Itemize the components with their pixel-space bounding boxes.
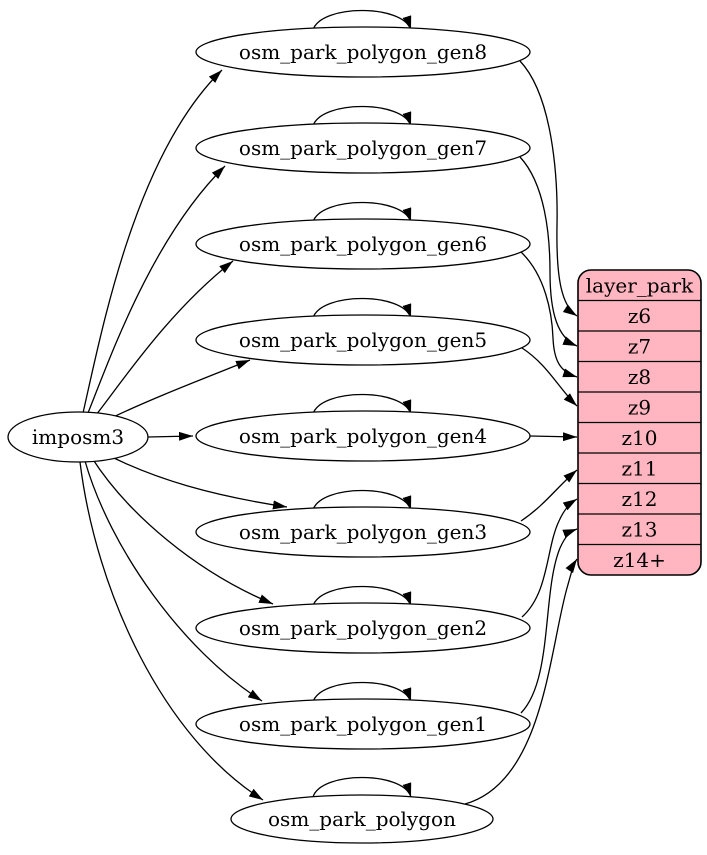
self-loop-edge-osm-park-polygon-gen5-to-osm-park-polygon-gen5 — [312, 297, 412, 319]
layer-park-row-z10: z10 — [622, 426, 658, 450]
self-loop-edge-osm-park-polygon-gen8-to-osm-park-polygon-gen8 — [312, 9, 412, 31]
edge-imposm3-to-osm-park-polygon-gen8 — [82, 69, 223, 414]
edge-imposm3-to-osm-park-polygon-gen4 — [147, 431, 194, 441]
edge-imposm3-to-osm-park-polygon-gen7 — [87, 165, 226, 414]
node-osm-park-polygon-gen7 — [195, 122, 531, 174]
self-loop-edge-osm-park-polygon-to-osm-park-polygon — [312, 776, 412, 798]
layer-park-row-z13: z13 — [622, 517, 658, 541]
node-imposm3 — [7, 411, 149, 463]
layer-park-row-z8: z8 — [628, 365, 651, 389]
node-osm-park-polygon-gen5 — [195, 314, 531, 366]
node-osm-park-polygon-gen2 — [195, 602, 531, 654]
edge-osm-park-polygon-gen5-to-layer-park-z9 — [521, 347, 578, 407]
node-label-osm-park-polygon-gen1: osm_park_polygon_gen1 — [239, 712, 487, 736]
node-label-osm-park-polygon-gen8: osm_park_polygon_gen8 — [239, 40, 487, 64]
node-label-osm-park-polygon: osm_park_polygon — [268, 807, 456, 831]
node-label-osm-park-polygon-gen6: osm_park_polygon_gen6 — [239, 232, 487, 256]
layer-park-row-z9: z9 — [628, 395, 651, 419]
self-loop-edge-osm-park-polygon-gen3-to-osm-park-polygon-gen3 — [312, 489, 412, 511]
node-label-osm-park-polygon-gen2: osm_park_polygon_gen2 — [239, 616, 487, 640]
edge-osm-park-polygon-to-layer-park-z14+ — [464, 558, 578, 805]
layer-park-row-z12: z12 — [622, 487, 658, 511]
edge-osm-park-polygon-gen2-to-layer-park-z12 — [521, 498, 578, 618]
self-loop-edge-osm-park-polygon-gen6-to-osm-park-polygon-gen6 — [312, 201, 412, 223]
layer-park-row-z11: z11 — [622, 456, 658, 480]
node-osm-park-polygon-gen8 — [195, 26, 531, 78]
node-osm-park-polygon-gen3 — [195, 506, 531, 558]
edge-imposm3-to-osm-park-polygon-gen2 — [91, 457, 274, 605]
node-label-osm-park-polygon-gen4: osm_park_polygon_gen4 — [239, 424, 487, 448]
edge-osm-park-polygon-gen3-to-layer-park-z11 — [520, 469, 578, 522]
edge-osm-park-polygon-gen6-to-layer-park-z8 — [520, 251, 578, 378]
edge-imposm3-to-osm-park-polygon-gen1 — [84, 460, 263, 702]
node-label-osm-park-polygon-gen7: osm_park_polygon_gen7 — [239, 136, 487, 160]
node-label-osm-park-polygon-gen5: osm_park_polygon_gen5 — [239, 328, 487, 352]
edge-imposm3-to-osm-park-polygon — [79, 461, 264, 801]
node-label-imposm3: imposm3 — [32, 425, 124, 449]
node-osm-park-polygon-gen6 — [195, 218, 531, 270]
self-loop-edge-osm-park-polygon-gen2-to-osm-park-polygon-gen2 — [312, 585, 412, 607]
edge-osm-park-polygon-gen4-to-layer-park-z10 — [529, 432, 578, 442]
edge-imposm3-to-osm-park-polygon-gen5 — [106, 359, 251, 421]
node-label-osm-park-polygon-gen3: osm_park_polygon_gen3 — [239, 520, 487, 544]
node-osm-park-polygon-gen1 — [195, 698, 531, 750]
node-osm-park-polygon-gen4 — [195, 410, 531, 462]
layer-park-title: layer_park — [586, 273, 694, 297]
layer-park-row-z6: z6 — [628, 304, 651, 328]
self-loop-edge-osm-park-polygon-gen7-to-osm-park-polygon-gen7 — [312, 105, 412, 127]
edge-osm-park-polygon-gen1-to-layer-park-z13 — [520, 528, 578, 714]
self-loop-edge-osm-park-polygon-gen4-to-osm-park-polygon-gen4 — [312, 393, 412, 415]
node-osm-park-polygon — [230, 794, 494, 844]
edge-osm-park-polygon-gen8-to-layer-park-z6 — [519, 60, 578, 317]
self-loop-edge-osm-park-polygon-gen1-to-osm-park-polygon-gen1 — [312, 681, 412, 703]
edge-osm-park-polygon-gen7-to-layer-park-z7 — [519, 156, 578, 347]
layer-park-row-z7: z7 — [628, 334, 651, 358]
edge-imposm3-to-osm-park-polygon-gen6 — [95, 260, 234, 416]
layer-park-row-z14+: z14+ — [613, 548, 666, 572]
edge-imposm3-to-osm-park-polygon-gen3 — [101, 451, 288, 510]
